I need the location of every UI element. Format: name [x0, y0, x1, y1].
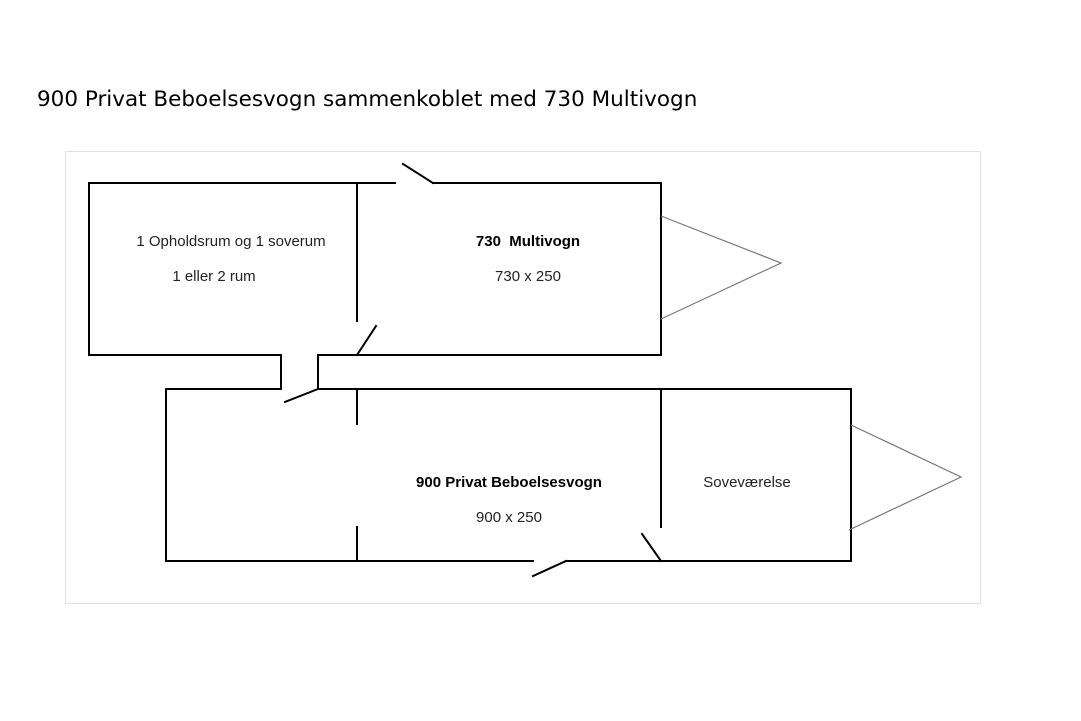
door-bottom	[531, 559, 568, 578]
room-label: 1 Opholdsrum og 1 soverum	[136, 233, 325, 250]
tow-bar-top	[660, 215, 783, 320]
door-interior	[355, 324, 378, 357]
door-top	[401, 162, 435, 185]
wagon-size: 900 x 250	[476, 509, 542, 526]
wagon-size: 730 x 250	[495, 268, 561, 285]
door-bedroom	[640, 532, 663, 563]
doors	[283, 162, 663, 578]
tow-bar-bottom	[848, 424, 963, 531]
diagram-frame	[65, 151, 981, 604]
bedroom-label: Soveværelse	[703, 474, 791, 491]
bottom-wagon-walls	[356, 388, 662, 562]
wagon-name: 900 Privat Beboelsesvogn	[416, 474, 602, 491]
page-title: 900 Privat Beboelsesvogn sammenkoblet me…	[37, 87, 698, 112]
wagon-name: 730 Multivogn	[476, 233, 580, 250]
top-wagon-walls	[88, 182, 852, 562]
door-connector	[283, 387, 320, 404]
room-label: 1 eller 2 rum	[172, 268, 255, 285]
